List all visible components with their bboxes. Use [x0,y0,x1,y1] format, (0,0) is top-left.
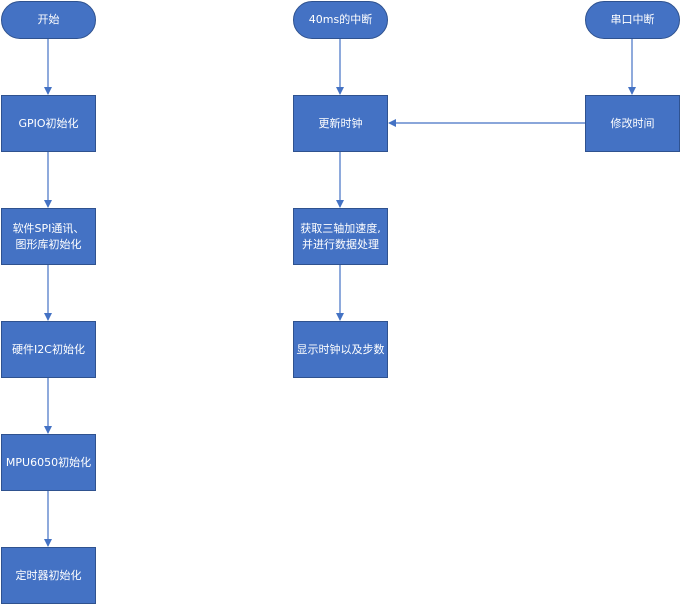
display-label: 显示时钟以及步数 [296,342,385,356]
start-label: 开始 [37,13,60,26]
interrupt-40ms-label: 40ms的中断 [308,13,373,26]
spi-init-label: 软件SPI通讯、 图形库初始化 [12,221,85,251]
display-box: 显示时钟以及步数 [293,321,388,378]
fetch-accel-box: 获取三轴加速度, 并进行数据处理 [293,208,388,265]
interrupt-40ms-terminal: 40ms的中断 [293,1,388,39]
mpu-init-box: MPU6050初始化 [1,434,96,491]
uart-interrupt-label: 串口中断 [610,13,655,26]
modify-time-label: 修改时间 [610,116,655,130]
i2c-init-label: 硬件I2C初始化 [12,342,85,356]
update-clock-label: 更新时钟 [318,116,363,130]
modify-time-box: 修改时间 [585,95,680,152]
uart-interrupt-terminal: 串口中断 [585,1,680,39]
mpu-init-label: MPU6050初始化 [5,455,92,469]
timer-init-label: 定时器初始化 [15,568,82,582]
fetch-accel-label: 获取三轴加速度, 并进行数据处理 [300,221,381,251]
start-terminal: 开始 [1,1,96,39]
update-clock-box: 更新时钟 [293,95,388,152]
i2c-init-box: 硬件I2C初始化 [1,321,96,378]
spi-init-box: 软件SPI通讯、 图形库初始化 [1,208,96,265]
gpio-init-box: GPIO初始化 [1,95,96,152]
timer-init-box: 定时器初始化 [1,547,96,604]
gpio-init-label: GPIO初始化 [18,116,79,130]
